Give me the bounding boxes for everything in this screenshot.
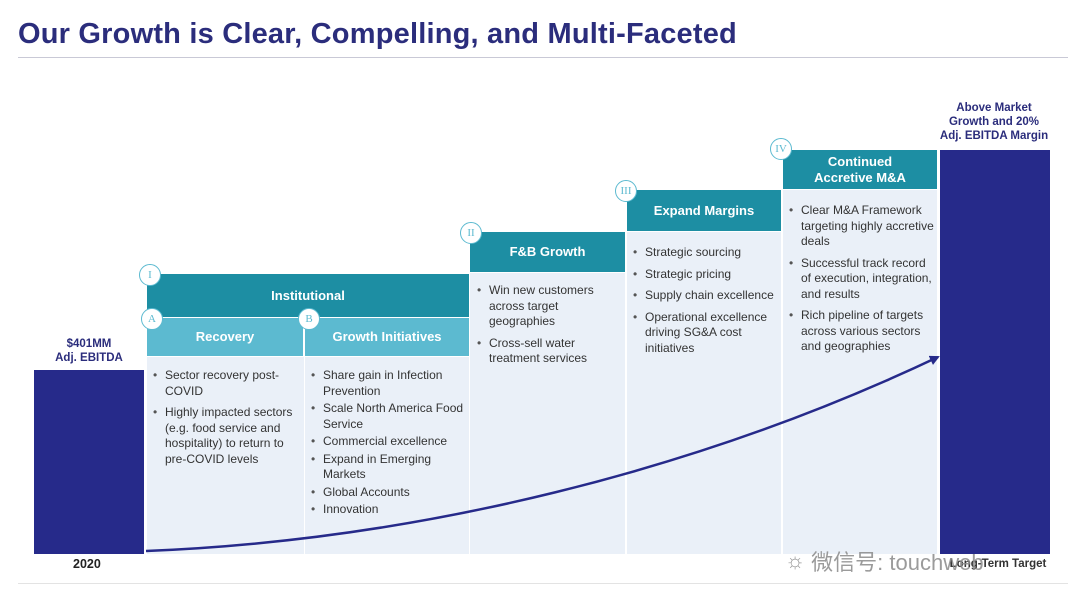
institutional-badge: I <box>139 264 161 286</box>
list-item: Scale North America Food Service <box>309 401 465 432</box>
fb-growth-bullets: Win new customers across target geograph… <box>475 283 621 373</box>
target-label-line1: Above Market <box>956 102 1032 114</box>
list-item: Win new customers across target geograph… <box>475 283 621 330</box>
list-item: Sector recovery post-COVID <box>151 368 301 399</box>
list-item: Share gain in Infection Prevention <box>309 368 465 399</box>
list-item: Strategic pricing <box>631 267 777 283</box>
page-title: Our Growth is Clear, Compelling, and Mul… <box>18 18 737 50</box>
mna-header-line1: Continued <box>827 153 893 169</box>
list-item: Clear M&A Framework targeting highly acc… <box>787 203 935 250</box>
watermark-text: 微信号: touchweb <box>811 550 984 575</box>
expand-margins-bullets: Strategic sourcing Strategic pricing Sup… <box>631 245 777 362</box>
fb-growth-header: F&B Growth <box>470 232 625 272</box>
list-item: Expand in Emerging Markets <box>309 452 465 483</box>
mna-badge: IV <box>770 138 792 160</box>
baseline-metric: Adj. EBITDA <box>55 352 123 364</box>
mna-bullets: Clear M&A Framework targeting highly acc… <box>787 203 935 361</box>
list-item: Supply chain excellence <box>631 288 777 304</box>
baseline-bar <box>34 370 144 554</box>
title-divider <box>18 57 1068 58</box>
watermark: ☼ 微信号: touchweb <box>785 545 984 577</box>
recovery-bullets: Sector recovery post-COVID Highly impact… <box>151 368 301 473</box>
wechat-icon: ☼ <box>785 548 806 573</box>
target-label-line2: Growth and 20% <box>948 116 1040 128</box>
target-bar <box>940 150 1050 554</box>
target-label: Above Market Growth and 20% Adj. EBITDA … <box>938 101 1050 143</box>
list-item: Highly impacted sectors (e.g. food servi… <box>151 405 301 467</box>
baseline-value: $401MM <box>66 338 112 350</box>
baseline-year: 2020 <box>73 557 101 571</box>
growth-initiatives-header: Growth Initiatives <box>305 318 469 356</box>
list-item: Commercial excellence <box>309 434 465 450</box>
growth-initiatives-bullets: Share gain in Infection Prevention Scale… <box>309 368 465 520</box>
mna-column <box>783 190 938 554</box>
expand-margins-column <box>627 232 782 554</box>
mna-header: Continued Accretive M&A <box>783 150 937 189</box>
target-label-line3: Adj. EBITDA Margin <box>939 130 1049 142</box>
list-item: Global Accounts <box>309 485 465 501</box>
list-item: Operational excellence driving SG&A cost… <box>631 310 777 357</box>
list-item: Strategic sourcing <box>631 245 777 261</box>
footer-divider <box>18 583 1068 584</box>
recovery-badge: A <box>141 308 163 330</box>
list-item: Cross-sell water treatment services <box>475 336 621 367</box>
recovery-header: Recovery <box>147 318 303 356</box>
list-item: Innovation <box>309 502 465 518</box>
expand-margins-badge: III <box>615 180 637 202</box>
target-year: Long-Term Target <box>949 558 1047 570</box>
list-item: Rich pipeline of targets across various … <box>787 308 935 355</box>
fb-growth-badge: II <box>460 222 482 244</box>
growth-initiatives-badge: B <box>298 308 320 330</box>
baseline-ebitda-label: $401MM Adj. EBITDA <box>34 337 144 365</box>
mna-header-line2: Accretive M&A <box>814 169 906 185</box>
list-item: Successful track record of execution, in… <box>787 256 935 303</box>
expand-margins-header: Expand Margins <box>627 190 781 231</box>
